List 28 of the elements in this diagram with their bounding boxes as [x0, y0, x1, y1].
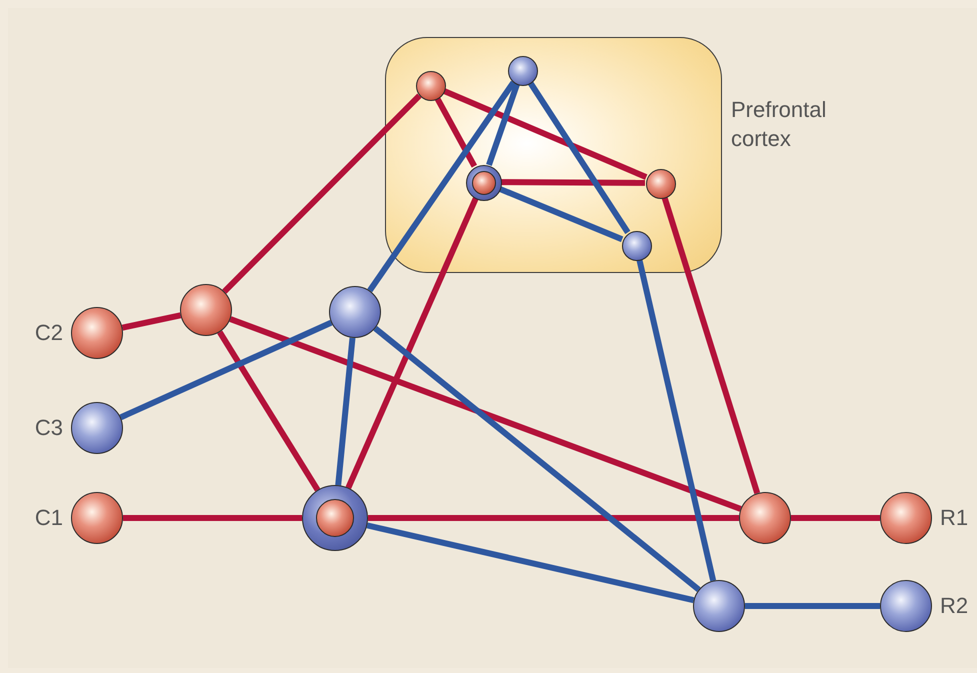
connection-line [528, 80, 630, 234]
connection-line [229, 316, 742, 512]
connection-line [366, 522, 694, 604]
connection-line [368, 515, 739, 521]
connection-line [119, 320, 333, 420]
node-label: C3 [34, 417, 63, 439]
connection-line [335, 338, 356, 486]
connection-line [367, 80, 516, 292]
node-label: R2 [940, 595, 968, 617]
connection-line [346, 197, 478, 490]
connection-line [791, 515, 880, 521]
connection-line [498, 186, 624, 242]
connection-line [636, 258, 716, 582]
node-label: C1 [34, 507, 63, 529]
connection-line [500, 179, 646, 186]
region-label: Prefrontal cortex [731, 96, 828, 153]
connection-line [442, 88, 648, 180]
node-label: C2 [34, 322, 63, 344]
node-label: R1 [940, 507, 968, 529]
connection-line [217, 330, 320, 492]
connection-line [123, 515, 302, 521]
connection-line [122, 312, 182, 331]
connection-line [745, 603, 880, 609]
connection-line [434, 96, 477, 168]
connection-line [486, 83, 520, 166]
connection-line [662, 196, 760, 494]
connection-line [222, 94, 422, 294]
connection-line [373, 326, 701, 592]
